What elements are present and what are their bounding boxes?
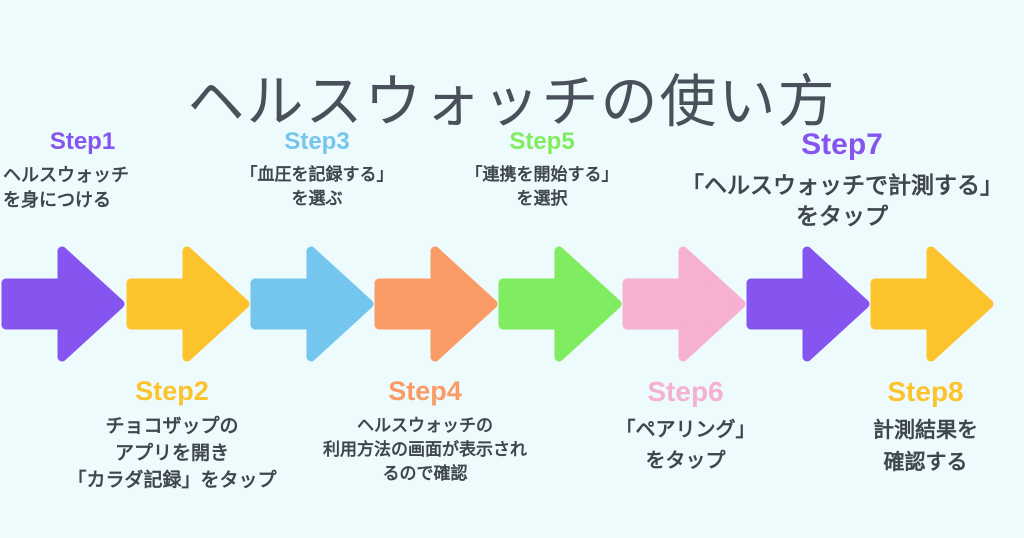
step1-description: ヘルスウォッチ を身につける (3, 164, 129, 211)
step8-label: Step8 (887, 376, 964, 407)
step4-description: ヘルスウォッチの 利用方法の画面が表示され るので確認 (323, 416, 527, 484)
arrow-icon (498, 246, 622, 362)
step2-description: チョコザップの アプリを開き 「カラダ記録」をタップ (67, 416, 277, 491)
arrow-icon (126, 246, 250, 362)
step6-description: 「ペアリング」 をタップ (615, 419, 756, 473)
arrow-flow (0, 244, 1024, 364)
step6-label: Step6 (647, 376, 724, 407)
arrow-icon (870, 246, 994, 362)
step5-label: Step5 (509, 128, 575, 155)
page-title: ヘルスウォッチの使い方 (187, 70, 837, 135)
step3-label: Step3 (284, 128, 350, 155)
step-block-4: Step4 ヘルスウォッチの 利用方法の画面が表示され るので確認 (300, 376, 550, 486)
step-block-6: Step6 「ペアリング」 をタップ (593, 376, 778, 477)
step-block-7: Step7 「ヘルスウォッチで計測する」 をタップ (662, 128, 1022, 232)
arrow-icon (250, 246, 374, 362)
arrow-icon (1, 246, 125, 362)
step1-label: Step1 (49, 128, 116, 155)
step5-description: 「連携を開始する」 を選択 (465, 164, 619, 208)
arrow-icon (622, 246, 746, 362)
step-block-2: Step2 チョコザップの アプリを開き 「カラダ記録」をタップ (52, 376, 292, 495)
step-block-5: Step5 「連携を開始する」 を選択 (452, 128, 632, 211)
arrow-icon (374, 246, 498, 362)
step-block-1: Step1 ヘルスウォッチ を身につける (0, 128, 170, 214)
arrow-icon (746, 246, 870, 362)
step2-label: Step2 (135, 376, 209, 406)
step4-label: Step4 (388, 376, 462, 406)
step-block-8: Step8 計測結果を 確認する (833, 376, 1018, 478)
step-block-3: Step3 「血圧を記録する」 を選ぶ (227, 128, 407, 211)
step7-description: 「ヘルスウォッチで計測する」 をタップ (681, 171, 1003, 229)
step3-description: 「血圧を記録する」 を選ぶ (240, 164, 394, 208)
step7-label: Step7 (801, 128, 883, 161)
step8-description: 計測結果を 確認する (873, 419, 978, 474)
